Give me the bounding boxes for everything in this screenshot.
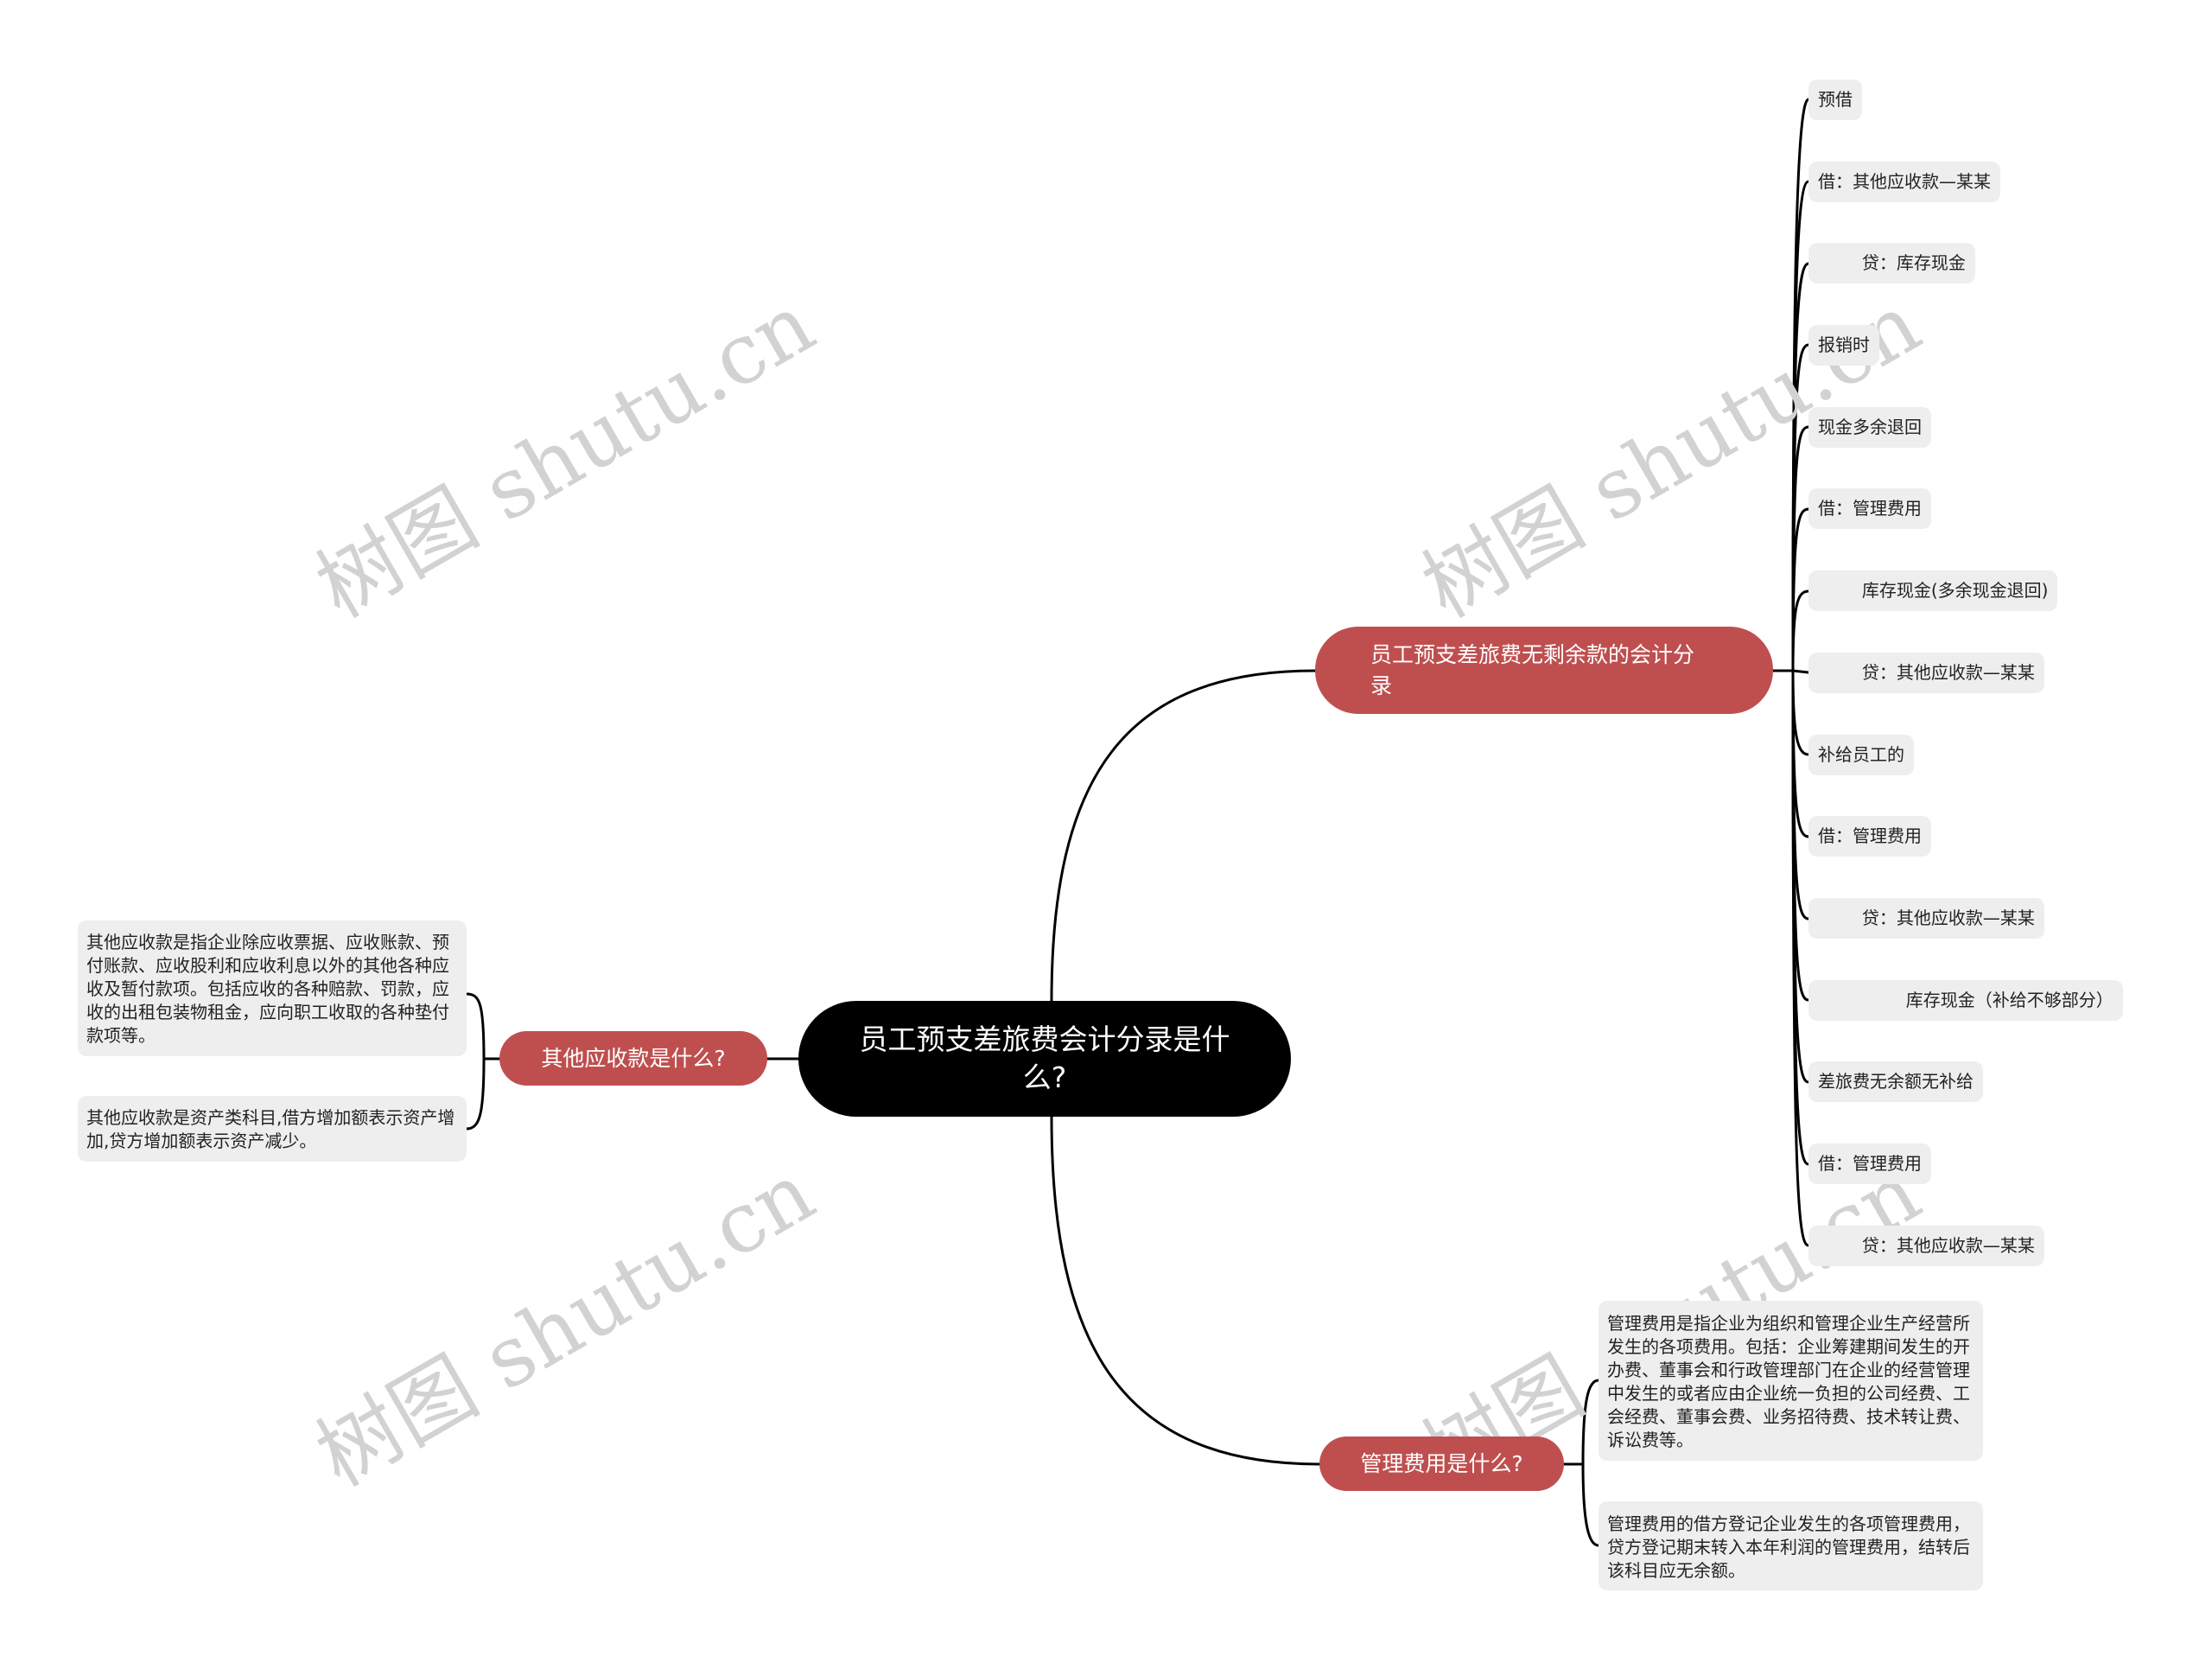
leaf-topic[interactable]: 现金多余退回 xyxy=(1808,407,1931,448)
branch-other-receivables[interactable]: 其他应收款是什么? xyxy=(499,1031,767,1086)
note-other-receivables-account-type[interactable]: 其他应收款是资产类科目,借方增加额表示资产增加,贷方增加额表示资产减少。 xyxy=(78,1096,467,1162)
leaf-topic[interactable]: 预借 xyxy=(1808,80,1862,120)
leaf-topic[interactable]: 贷：库存现金 xyxy=(1808,243,1975,283)
leaf-topic[interactable]: 报销时 xyxy=(1808,325,1879,366)
branch-label: 员工预支差旅费无剩余款的会计分录 xyxy=(1370,641,1695,698)
note-other-receivables-definition[interactable]: 其他应收款是指企业除应收票据、应收账款、预付账款、应收股利和应收利息以外的其他各… xyxy=(78,920,467,1056)
leaf-topic[interactable]: 借：管理费用 xyxy=(1808,1143,1931,1184)
branch-label: 管理费用是什么? xyxy=(1360,1450,1523,1476)
leaf-topic[interactable]: 借：其他应收款—某某 xyxy=(1808,162,2000,202)
leaf-topic[interactable]: 贷：其他应收款—某某 xyxy=(1808,898,2044,939)
leaf-topic[interactable]: 库存现金（补给不够部分） xyxy=(1808,980,2123,1021)
note-admin-expenses-definition[interactable]: 管理费用是指企业为组织和管理企业生产经营所发生的各项费用。包括：企业筹建期间发生… xyxy=(1599,1301,1983,1461)
leaf-topic[interactable]: 借：管理费用 xyxy=(1808,816,1931,857)
branch-label: 其他应收款是什么? xyxy=(541,1045,726,1071)
leaf-topic[interactable]: 借：管理费用 xyxy=(1808,488,1931,529)
leaf-topic[interactable]: 库存现金(多余现金退回) xyxy=(1808,570,2058,611)
root-topic[interactable]: 员工预支差旅费会计分录是什么? xyxy=(798,1001,1291,1117)
leaf-topic[interactable]: 贷：其他应收款—某某 xyxy=(1808,1226,2044,1266)
branch-no-balance-entries[interactable]: 员工预支差旅费无剩余款的会计分录 xyxy=(1315,627,1773,714)
leaf-topic[interactable]: 差旅费无余额无补给 xyxy=(1808,1061,1983,1102)
leaf-topic[interactable]: 补给员工的 xyxy=(1808,735,1914,775)
branch-admin-expenses[interactable]: 管理费用是什么? xyxy=(1319,1436,1564,1491)
note-admin-expenses-accounting[interactable]: 管理费用的借方登记企业发生的各项管理费用，贷方登记期末转入本年利润的管理费用，结… xyxy=(1599,1501,1983,1590)
root-topic-label: 员工预支差旅费会计分录是什么? xyxy=(859,1022,1230,1094)
leaf-topic[interactable]: 贷：其他应收款—某某 xyxy=(1808,653,2044,693)
